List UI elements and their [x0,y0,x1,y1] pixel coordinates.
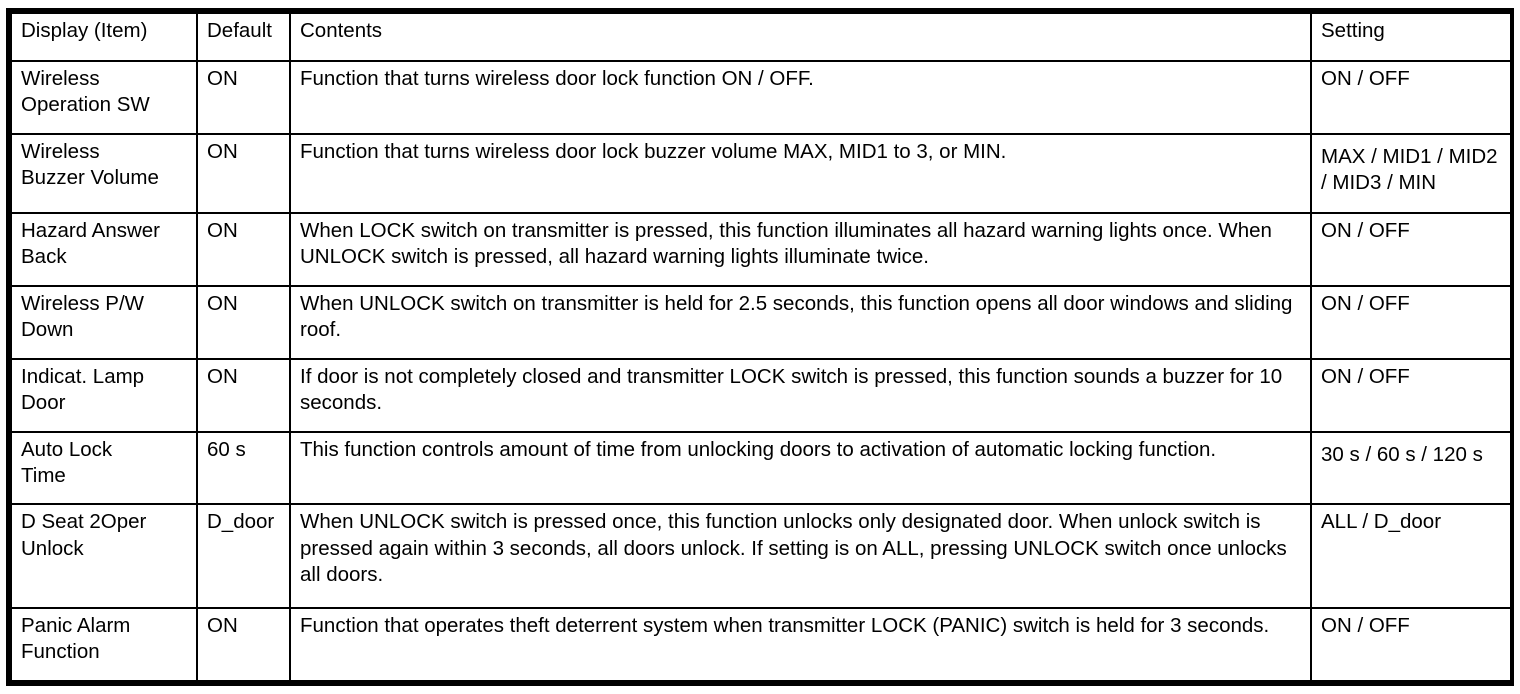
cell-default-value: ON [196,132,291,214]
cell-display-item: Wireless Operation SW [10,60,198,135]
column-header-default: Default [196,12,291,62]
cell-display-item: Panic Alarm Function [10,607,198,682]
column-header-setting: Setting [1310,12,1512,62]
cell-default-value: 60 s [196,430,291,506]
cell-default-value: ON [196,284,291,360]
wireless-door-lock-settings-table: Display (Item) Default Contents Setting … [10,12,1512,682]
cell-setting-options: ALL / D_door [1310,503,1512,610]
cell-display-item: Wireless P/W Down [10,284,198,360]
table-header: Display (Item) Default Contents Setting [10,12,1512,62]
column-header-display-item: Display (Item) [10,12,198,62]
cell-setting-options: MAX / MID1 / MID2 / MID3 / MIN [1310,132,1512,214]
table-header-row: Display (Item) Default Contents Setting [10,12,1512,62]
cell-display-item: D Seat 2Oper Unlock [10,503,198,610]
cell-setting-options: 30 s / 60 s / 120 s [1310,430,1512,506]
cell-contents-description: Function that turns wireless door lock f… [289,60,1312,135]
cell-display-item: Auto Lock Time [10,430,198,506]
cell-display-item: Hazard Answer Back [10,211,198,287]
cell-contents-description: When LOCK switch on transmitter is press… [289,211,1312,287]
cell-contents-description: Function that operates theft deterrent s… [289,607,1312,682]
cell-contents-description: Function that turns wireless door lock b… [289,132,1312,214]
cell-setting-options: ON / OFF [1310,284,1512,360]
spec-table-container: Display (Item) Default Contents Setting … [6,8,1514,686]
cell-display-item: Wireless Buzzer Volume [10,132,198,214]
cell-contents-description: When UNLOCK switch is pressed once, this… [289,503,1312,610]
cell-default-value: ON [196,211,291,287]
cell-setting-options: ON / OFF [1310,357,1512,433]
cell-setting-options: ON / OFF [1310,607,1512,682]
cell-default-value: ON [196,357,291,433]
cell-display-item: Indicat. Lamp Door [10,357,198,433]
cell-setting-options: ON / OFF [1310,60,1512,135]
cell-contents-description: If door is not completely closed and tra… [289,357,1312,433]
cell-contents-description: When UNLOCK switch on transmitter is hel… [289,284,1312,360]
cell-setting-options: ON / OFF [1310,211,1512,287]
cell-contents-description: This function controls amount of time fr… [289,430,1312,506]
column-header-contents: Contents [289,12,1312,62]
cell-default-value: D_door [196,503,291,610]
cell-default-value: ON [196,60,291,135]
cell-default-value: ON [196,607,291,682]
